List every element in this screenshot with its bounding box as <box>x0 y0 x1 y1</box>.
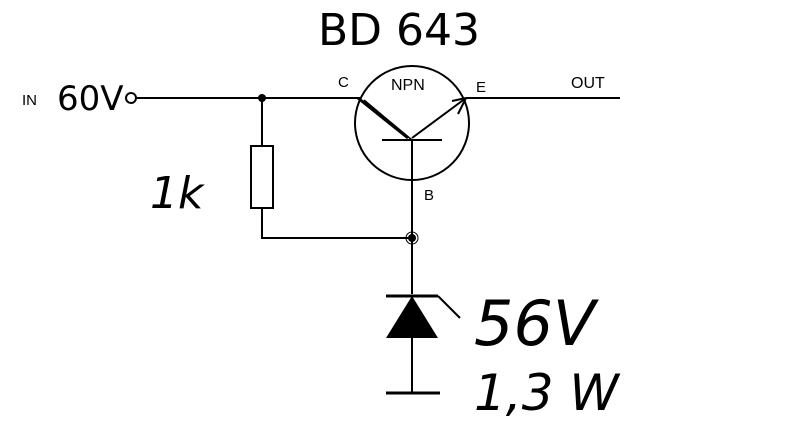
resistor-lower-wire <box>261 208 412 239</box>
base-label: B <box>424 187 434 204</box>
resistor-symbol <box>250 145 274 209</box>
collector-lead-stroke-2 <box>363 99 413 141</box>
resistor-value: 1k <box>150 168 205 219</box>
input-label: IN <box>22 92 37 109</box>
zener-power: 1,3 W <box>474 364 620 422</box>
transistor-type-label: NPN <box>391 77 425 94</box>
emitter-arrow-icon <box>451 97 467 115</box>
output-label: OUT <box>571 75 605 92</box>
zener-cathode-flag <box>437 295 461 319</box>
emitter-label: E <box>476 79 486 96</box>
collector-lead <box>357 96 409 140</box>
input-terminal <box>125 92 137 104</box>
collector-label: C <box>338 74 349 91</box>
zener-triangle <box>386 296 438 338</box>
input-voltage: 60V <box>57 79 124 119</box>
zener-voltage: 56V <box>474 287 600 360</box>
emitter-lead <box>411 97 467 139</box>
component-title: BD 643 <box>318 5 480 56</box>
